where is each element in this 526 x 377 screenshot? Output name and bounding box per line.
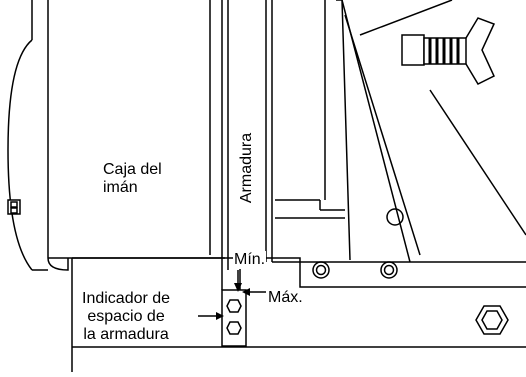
hex-bolt-icon	[475, 305, 509, 335]
frame-bolt-icon	[312, 261, 330, 279]
leader-lines	[198, 270, 266, 320]
gap-indicator-label-line1: Indicador de	[82, 290, 171, 307]
base-plate	[71, 257, 526, 372]
frame-structure	[272, 0, 526, 263]
gap-indicator-label: Indicador de espacio de la armadura	[82, 290, 170, 344]
magnet-box-label-line1: Caja del	[103, 161, 162, 178]
frame-bolt-icon	[380, 261, 398, 279]
magnet-box-label: Caja del imán	[103, 161, 162, 197]
wing-screw-icon	[401, 17, 496, 85]
side-fitting-icon	[7, 199, 21, 215]
magnet-box-outline	[7, 0, 225, 271]
magnet-box-label-line2: imán	[103, 179, 138, 196]
gap-indicator-label-line3: la armadura	[83, 326, 169, 343]
armature-plates	[221, 0, 273, 290]
min-label: Mín.	[233, 251, 267, 269]
gap-indicator-icon	[221, 258, 247, 347]
max-label: Máx.	[268, 289, 303, 306]
armature-label: Armadura	[238, 132, 255, 204]
frame-hole-icon	[386, 208, 404, 226]
gap-indicator-label-line2: espacio de	[87, 308, 165, 325]
